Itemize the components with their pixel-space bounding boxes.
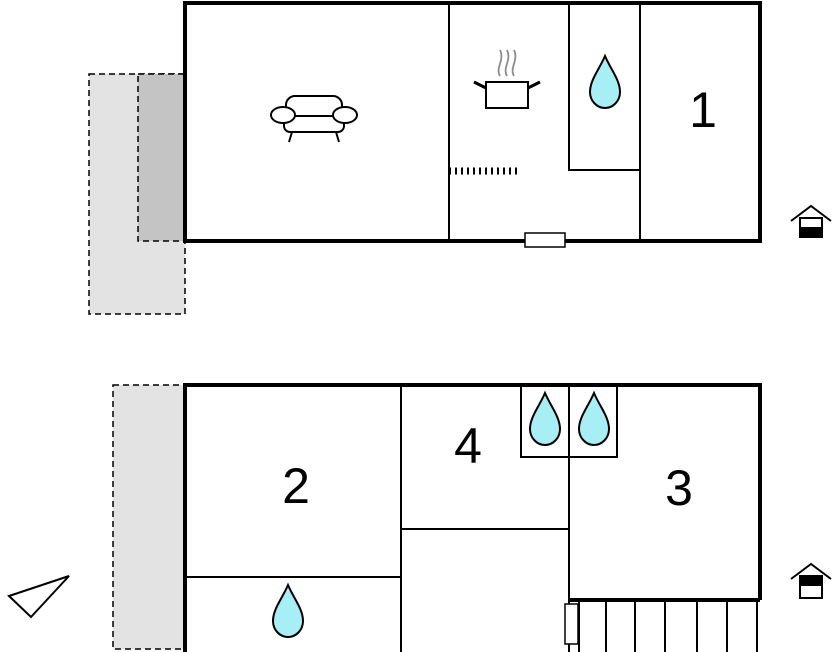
house-entrance-icon bbox=[790, 562, 832, 599]
room-number-3: 3 bbox=[665, 460, 693, 516]
water-drop-icon bbox=[529, 392, 561, 446]
room-number-4: 4 bbox=[454, 418, 482, 474]
door bbox=[564, 603, 579, 645]
water-drop-icon bbox=[589, 55, 621, 109]
room-number-1: 1 bbox=[689, 82, 717, 138]
water-drop-icon bbox=[578, 392, 610, 446]
window bbox=[524, 232, 566, 248]
cooking-pot-icon bbox=[473, 49, 541, 109]
sofa-icon bbox=[270, 95, 358, 143]
lower-outer-wall bbox=[183, 383, 762, 652]
house-entrance-icon bbox=[790, 204, 832, 238]
lower-terrace bbox=[112, 384, 186, 650]
direction-arrow-icon bbox=[7, 575, 70, 619]
shower-wall bbox=[568, 3, 640, 171]
covered-terrace bbox=[137, 73, 186, 242]
lower-floor: 2 4 3 bbox=[7, 383, 832, 652]
water-drop-icon bbox=[272, 584, 304, 638]
upper-floor: 1 bbox=[88, 1, 832, 315]
upper-outer-wall bbox=[183, 1, 762, 243]
room-number-2: 2 bbox=[282, 458, 310, 514]
staircase bbox=[578, 600, 758, 652]
